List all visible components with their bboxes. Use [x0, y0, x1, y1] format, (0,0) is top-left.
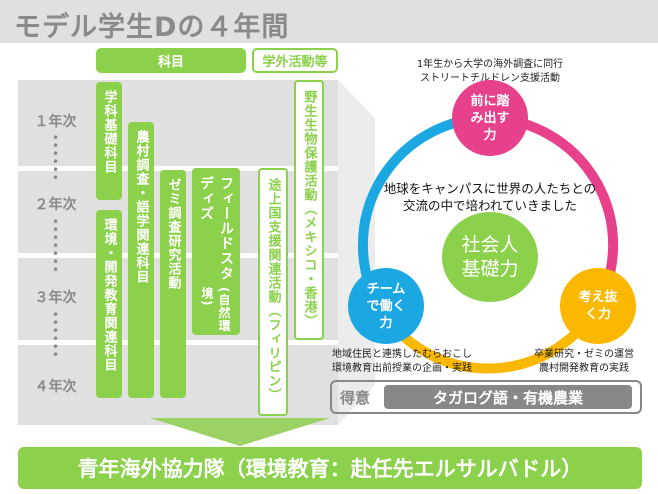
- step-forward-circle: 前に踏み出す力: [452, 80, 528, 156]
- field-studies-sub: (自然環境): [200, 286, 231, 333]
- center-text: 地球をキャンパスに世界の人たちとの交流の中で培われていきました: [383, 181, 597, 213]
- teamwork-circle: チームで働く力: [348, 268, 424, 344]
- core-circle: 社会人基礎力: [442, 212, 538, 302]
- subject-bar: ゼミ調査研究活動: [160, 170, 186, 398]
- result-banner: 青年海外協力隊（環境教育：赴任先エルサルバドル）: [18, 447, 642, 489]
- year-label: ４年次: [34, 379, 77, 395]
- title-bar: [0, 0, 658, 43]
- extracurricular-header: 学外活動等: [252, 48, 338, 73]
- field-studies-bar: フィールドスタディズ (自然環境): [192, 168, 240, 335]
- dots: ••••••: [52, 308, 60, 362]
- subject-bar: 学科基礎科目: [96, 82, 122, 200]
- subjects-header: 科目: [96, 48, 246, 73]
- strength-value: タガログ語・有機農業: [384, 385, 632, 409]
- year-label: ２年次: [34, 197, 77, 213]
- year-label: ３年次: [34, 290, 77, 306]
- field-studies-label: フィールドスタディズ: [198, 176, 234, 281]
- activity-bar: 野生生物保護活動（メキシコ・香港）: [294, 80, 324, 340]
- year-band-1: [18, 80, 338, 166]
- subject-bar: 農村調査・語学関連科目: [128, 122, 154, 398]
- year-label: １年次: [34, 114, 77, 130]
- activity-bar: 途上国支援関連活動（フィリピン）: [258, 168, 288, 416]
- top-note: 1年生から大学の海外調査に同行ストリートチルドレン支援活動: [416, 59, 564, 84]
- page-title: モデル学生Dの４年間: [14, 12, 290, 43]
- right-note: 卒業研究・ゼミの運営農村開発教育の実践: [534, 349, 634, 374]
- strength-box: 得意 タガログ語・有機農業: [330, 380, 642, 414]
- dots: ••••••: [52, 131, 60, 185]
- subject-bar: 環境・開発教育関連科目: [96, 210, 122, 398]
- dots: •••••••: [52, 215, 60, 277]
- down-arrow-icon: [150, 418, 330, 446]
- left-note: 地域住民と連携したむらおこし環境教育出前授業の企画・実践: [332, 349, 472, 374]
- think-circle: 考え抜く力: [560, 268, 636, 344]
- strength-label: 得意: [340, 389, 371, 407]
